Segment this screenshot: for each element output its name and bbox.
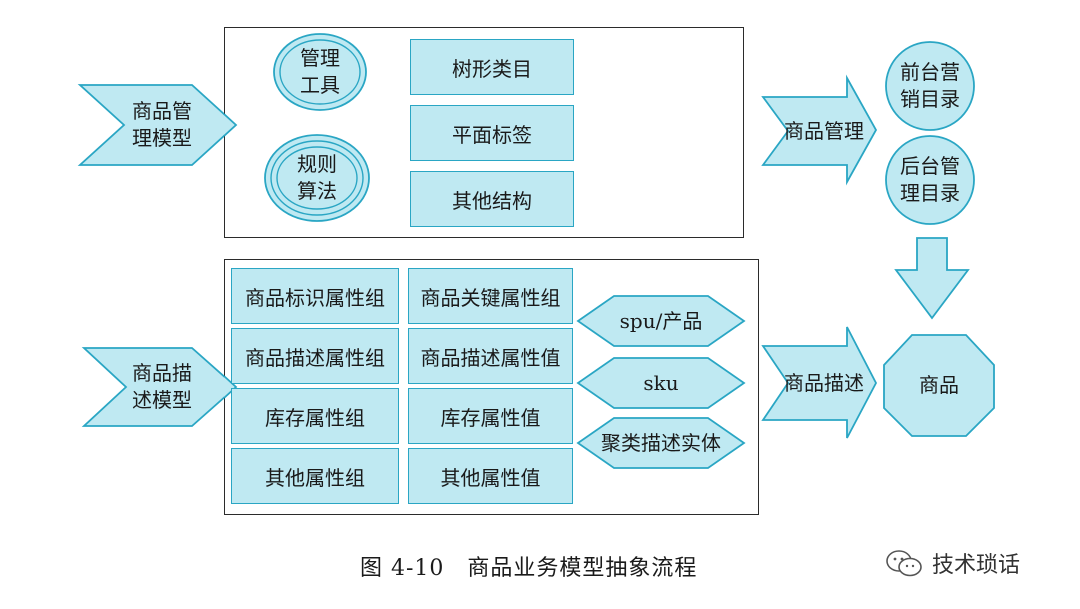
attr-value-cell: 商品关键属性组 — [408, 268, 573, 324]
management-model-input-arrow — [77, 84, 238, 166]
management-output-arrow — [761, 74, 878, 186]
structure-cell-tree: 树形类目 — [410, 39, 574, 95]
figure-caption: 图 4-10 商品业务模型抽象流程 — [360, 556, 698, 581]
attr-value-cell: 库存属性值 — [408, 388, 573, 444]
structure-cell-other: 其他结构 — [410, 171, 574, 227]
description-model-input-arrow — [81, 347, 238, 427]
down-arrow — [894, 237, 970, 320]
watermark-text: 技术琐话 — [932, 553, 1021, 578]
attr-group-cell: 商品标识属性组 — [231, 268, 399, 324]
front-catalog-circle — [885, 41, 975, 131]
description-output-arrow — [761, 326, 878, 439]
attr-group-cell: 其他属性组 — [231, 448, 399, 504]
attr-group-cell: 库存属性组 — [231, 388, 399, 444]
attr-group-cell: 商品描述属性组 — [231, 328, 399, 384]
wechat-watermark: 技术琐话 — [884, 546, 1064, 580]
wechat-icon — [886, 550, 922, 577]
back-catalog-circle — [885, 135, 975, 225]
attr-value-cell: 其他属性值 — [408, 448, 573, 504]
structure-cell-flat-tags: 平面标签 — [410, 105, 574, 161]
product-octagon — [883, 334, 995, 437]
attr-value-cell: 商品描述属性值 — [408, 328, 573, 384]
